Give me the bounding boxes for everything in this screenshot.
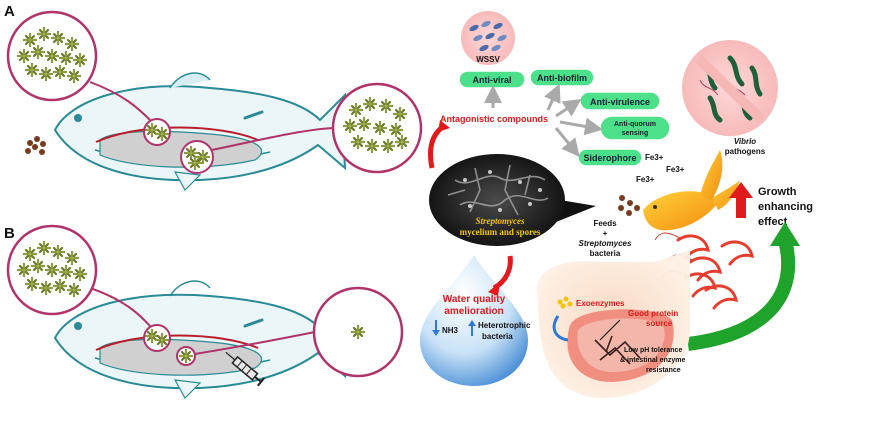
microbe-zoom-a1 xyxy=(6,10,98,102)
svg-text:Siderophore: Siderophore xyxy=(583,153,636,163)
svg-text:Anti-quorum: Anti-quorum xyxy=(614,121,656,128)
feed-pellets-right xyxy=(618,195,640,216)
iron-ion-1: Fe3+ xyxy=(645,153,664,162)
exoenzyme-arrow xyxy=(552,315,569,342)
microbe-zoom-a2 xyxy=(331,82,423,174)
pill-anti-virulence: Anti-virulence xyxy=(579,91,661,111)
wssv-virus-icon xyxy=(461,11,515,65)
fish-a xyxy=(53,72,347,191)
antagonistic-arrows xyxy=(484,83,603,157)
golden-fish-icon xyxy=(643,150,740,231)
hetero-label-2: bacteria xyxy=(482,332,513,341)
feeds-line-3: Streptomyces xyxy=(579,239,632,248)
streptomyces-label-2: mycelium and spores xyxy=(460,227,541,237)
down-arrow-icon xyxy=(432,320,440,336)
up-arrow-icon xyxy=(468,320,476,336)
connector-a2 xyxy=(211,127,334,151)
streptomyces-micrograph xyxy=(429,154,596,246)
svg-text:Anti-biofilm: Anti-biofilm xyxy=(537,73,587,83)
protein-label-2: source xyxy=(646,319,673,328)
feeds-line-2: + xyxy=(603,229,608,238)
red-arrow-water xyxy=(492,255,513,291)
gut-circle-b1 xyxy=(143,324,171,352)
tolerance-label-1: Low pH tolerance xyxy=(624,347,682,354)
green-arrow-growth xyxy=(687,238,796,351)
water-title-2: amelioration xyxy=(444,306,503,317)
feeds-line-4: bacteria xyxy=(590,249,621,258)
gut-circle-a1 xyxy=(143,118,171,146)
iron-ion-3: Fe3+ xyxy=(636,175,655,184)
shrimp-icons xyxy=(676,234,754,310)
pill-siderophore: Siderophore xyxy=(577,148,643,167)
water-drop-icon xyxy=(420,255,528,386)
growth-arrow-icon xyxy=(729,182,753,218)
syringe-icon xyxy=(225,351,266,387)
connector-b1 xyxy=(89,287,151,327)
vibrio-pathogens-icon xyxy=(682,40,778,136)
svg-text:sensing: sensing xyxy=(622,130,648,137)
feed-pellets-a xyxy=(25,136,46,155)
feeds-line-1: Feeds xyxy=(593,219,617,228)
connector-a1 xyxy=(89,81,151,121)
connector-b2 xyxy=(194,331,316,355)
exoenzymes-icon xyxy=(557,296,573,309)
growth-label-1: Growth xyxy=(758,186,797,198)
protein-pointer xyxy=(599,319,621,341)
vibrio-label-1: Vibrio xyxy=(734,137,756,146)
gut-section xyxy=(536,250,690,399)
microbe-zoom-b2 xyxy=(312,286,404,378)
hetero-label-1: Heterotrophic xyxy=(478,321,531,330)
nh3-label: NH3 xyxy=(442,326,459,335)
pill-anti-quorum: Anti-quorum sensing xyxy=(599,115,671,141)
antagonistic-title: Antagonistic compounds xyxy=(440,114,548,124)
growth-label-3: effect xyxy=(758,216,788,228)
streptomyces-label-1: Streptomyces xyxy=(476,216,525,226)
panel-b-letter: B xyxy=(4,225,15,242)
pill-anti-biofilm: Anti-biofilm xyxy=(529,68,595,87)
microbe-zoom-b1 xyxy=(6,224,98,316)
svg-text:Anti-virulence: Anti-virulence xyxy=(590,97,650,107)
wssv-label: WSSV xyxy=(476,55,500,64)
svg-text:Anti-viral: Anti-viral xyxy=(472,75,511,85)
fish-b xyxy=(53,280,347,399)
pill-anti-viral: Anti-viral xyxy=(458,70,526,89)
growth-label-2: enhancing xyxy=(758,201,813,213)
water-title-1: Water quality xyxy=(443,294,506,305)
vibrio-label-2: pathogens xyxy=(725,147,766,156)
panel-a-letter: A xyxy=(4,3,15,20)
protein-label-1: Good protein xyxy=(628,309,678,318)
exoenzymes-label: Exoenzymes xyxy=(576,299,625,308)
tolerance-label-3: resistance xyxy=(646,367,681,374)
iron-ion-2: Fe3+ xyxy=(666,165,685,174)
red-arrow-antagonistic xyxy=(428,123,446,169)
tolerance-label-2: & intestinal enzyme xyxy=(620,357,685,364)
